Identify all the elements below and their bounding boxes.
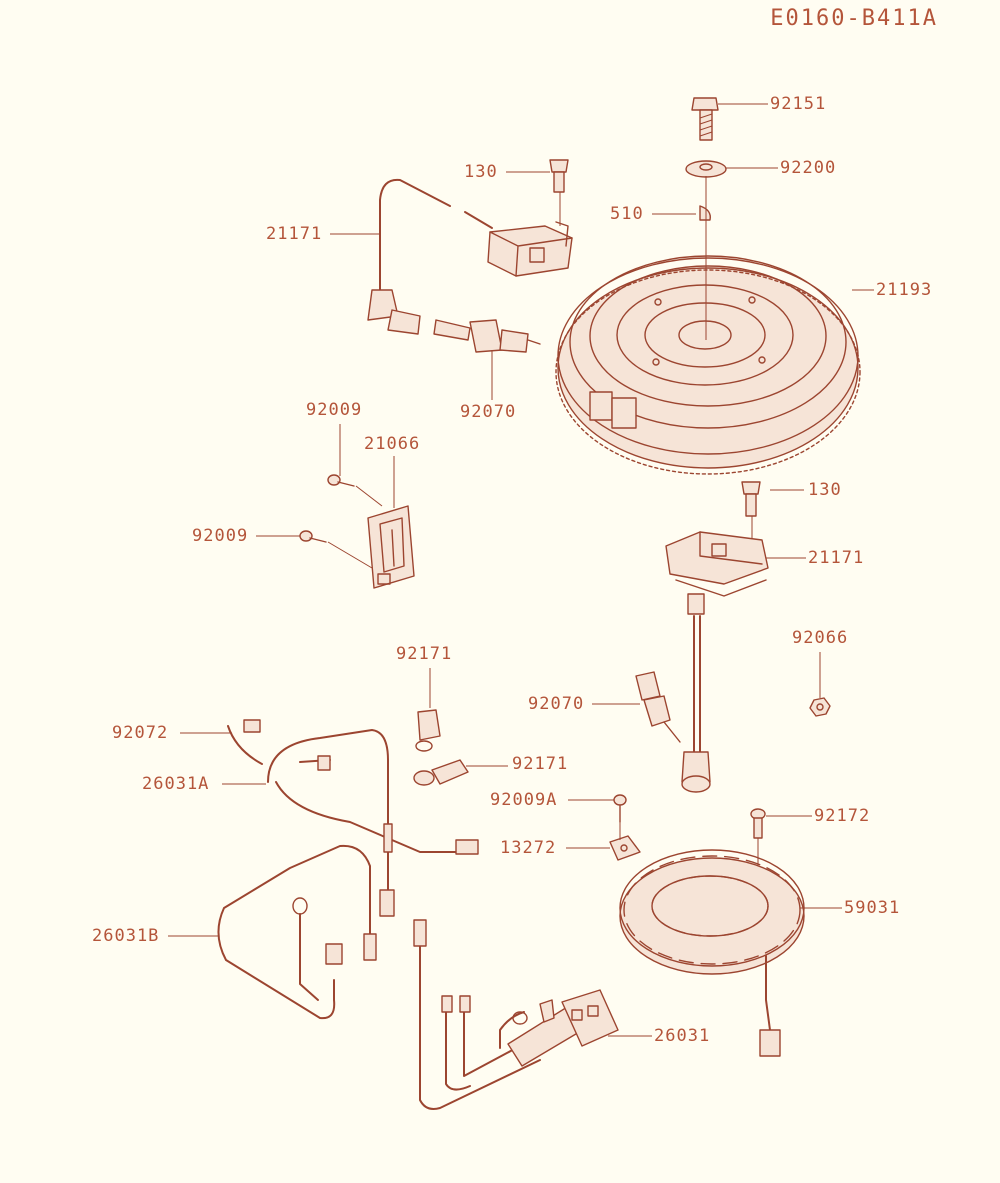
- stator[interactable]: [619, 849, 805, 1057]
- washer[interactable]: [685, 160, 727, 178]
- callout-92066[interactable]: 92066: [792, 628, 849, 648]
- callout-92070-top[interactable]: 92070: [460, 402, 517, 422]
- regulator[interactable]: [367, 505, 415, 589]
- flywheel[interactable]: [555, 255, 861, 475]
- spark-plug-bottom[interactable]: [635, 671, 681, 743]
- spark-plug-top[interactable]: [433, 319, 541, 353]
- diagram-reference-code: E0160-B411A: [770, 6, 938, 31]
- harness-26031b[interactable]: [217, 844, 377, 1020]
- callout-92009a[interactable]: 92009A: [490, 790, 558, 810]
- callout-21171-top[interactable]: 21171: [266, 224, 323, 244]
- callout-26031a[interactable]: 26031A: [142, 774, 210, 794]
- coil-bolt-mid[interactable]: [741, 481, 761, 540]
- callout-510[interactable]: 510: [610, 204, 644, 224]
- callout-21193[interactable]: 21193: [876, 280, 933, 300]
- coil-bolt-top[interactable]: [549, 159, 569, 226]
- callout-130-mid[interactable]: 130: [808, 480, 842, 500]
- plate[interactable]: [609, 822, 641, 861]
- ignition-coil-bottom[interactable]: [665, 531, 769, 615]
- callout-21171-mid[interactable]: 21171: [808, 548, 865, 568]
- callout-26031[interactable]: 26031: [654, 1026, 711, 1046]
- callout-92009-top[interactable]: 92009: [306, 400, 363, 420]
- flywheel-bolt[interactable]: [691, 97, 719, 141]
- cable-band[interactable]: [180, 719, 263, 765]
- ignition-coil-top[interactable]: [487, 221, 573, 277]
- callout-26031b[interactable]: 26031B: [92, 926, 160, 946]
- callout-59031[interactable]: 59031: [844, 898, 901, 918]
- harness-26031a[interactable]: [267, 729, 479, 917]
- lead-coil-join: [464, 211, 493, 229]
- high-tension-lead-top: [379, 178, 451, 291]
- callout-13272[interactable]: 13272: [500, 838, 557, 858]
- callout-92151[interactable]: 92151: [770, 94, 827, 114]
- callout-92200[interactable]: 92200: [780, 158, 837, 178]
- callout-92171-mid[interactable]: 92171: [512, 754, 569, 774]
- screw-92009a[interactable]: [613, 794, 627, 823]
- leader-lines: [168, 103, 874, 1037]
- callout-92070-mid[interactable]: 92070: [528, 694, 585, 714]
- callout-130-top[interactable]: 130: [464, 162, 498, 182]
- nut[interactable]: [809, 652, 831, 717]
- screw-regulator-bottom[interactable]: [299, 530, 373, 569]
- screw-regulator-top[interactable]: [327, 424, 383, 507]
- key[interactable]: [699, 205, 711, 221]
- plug-cap-top[interactable]: [367, 289, 421, 335]
- stator-screw[interactable]: [750, 808, 766, 880]
- callout-92172[interactable]: 92172: [814, 806, 871, 826]
- callout-92009-mid[interactable]: 92009: [192, 526, 249, 546]
- harness-26031[interactable]: [413, 919, 619, 1110]
- callout-92171-top[interactable]: 92171: [396, 644, 453, 664]
- wire-clamp-bottom[interactable]: [413, 759, 508, 786]
- callout-92072[interactable]: 92072: [112, 723, 169, 743]
- plug-cap-bottom[interactable]: [681, 751, 711, 793]
- callout-21066[interactable]: 21066: [364, 434, 421, 454]
- wire-clamp-top[interactable]: [415, 668, 441, 752]
